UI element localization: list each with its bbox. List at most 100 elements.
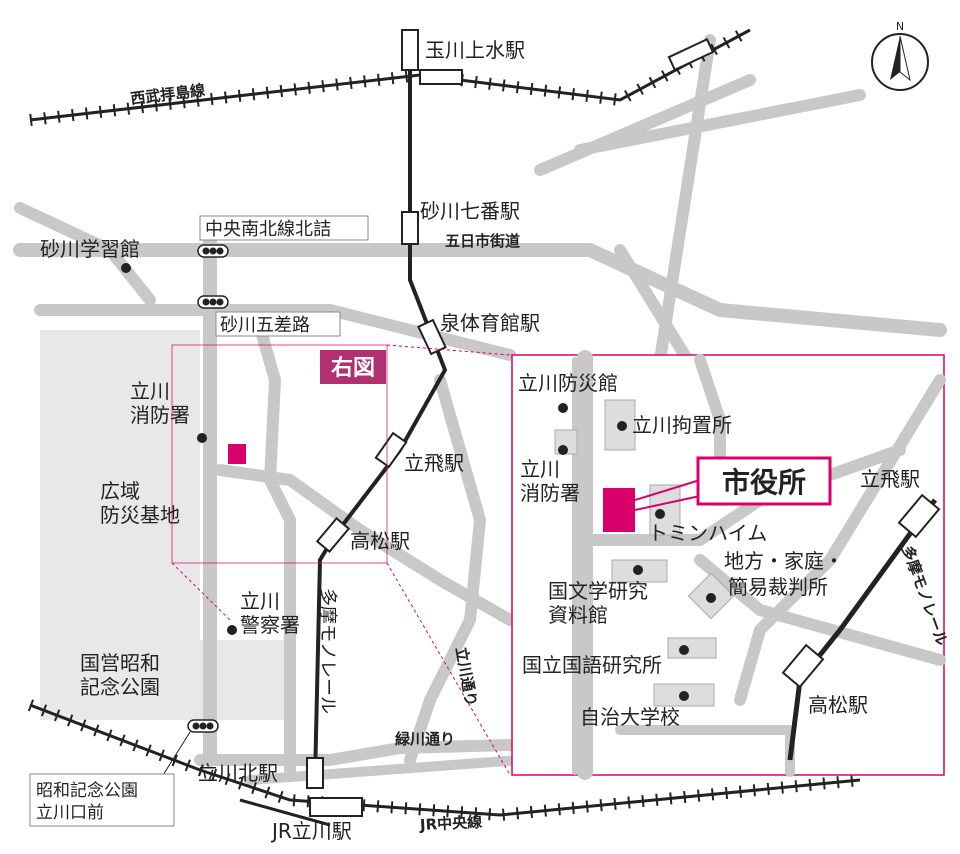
poi-gakushukan[interactable] bbox=[121, 263, 131, 273]
inset-road-diag bbox=[694, 554, 946, 666]
rail-labels: 西武拝島線 JR中央線 多摩モノレール bbox=[129, 81, 482, 834]
label-showa-park: 国営昭和記念公園 bbox=[80, 651, 160, 699]
label-tamagawa-josui: 玉川上水駅 bbox=[425, 38, 525, 62]
label-jr-chuo: JR中央線 bbox=[419, 813, 483, 834]
poi-kokugo[interactable] bbox=[679, 645, 689, 655]
city-hall-label[interactable]: 市役所 bbox=[722, 466, 806, 499]
inset-button-label[interactable]: 右図 bbox=[331, 356, 375, 381]
intersection-box bbox=[29, 773, 175, 827]
road-tachikawa-dori bbox=[404, 374, 486, 766]
road-station-south bbox=[245, 755, 525, 785]
station-box-seibu-east[interactable] bbox=[667, 38, 715, 72]
signal-icon bbox=[197, 295, 229, 309]
label-sunagawa-nanaban: 砂川七番駅 bbox=[420, 199, 520, 223]
intersection-box bbox=[199, 215, 369, 241]
rail-seibu-ties bbox=[29, 24, 753, 126]
label-itsukaichi: 五日市街道 bbox=[445, 232, 520, 250]
label-showa-park-mae: 昭和記念公園 立川口前 bbox=[36, 780, 143, 823]
road-diagonal bbox=[214, 464, 516, 626]
inset-label-bunken: 国文学研究資料館 bbox=[548, 579, 648, 627]
label-chuo-nanboku: 中央南北線北詰 bbox=[205, 219, 331, 240]
bldg-kokugo bbox=[667, 637, 717, 659]
traffic-signals bbox=[159, 244, 229, 781]
station-box-tachihi[interactable] bbox=[374, 431, 408, 469]
label-police: 立川警察署 bbox=[240, 589, 300, 637]
inset-label-takamatsu: 高松駅 bbox=[808, 693, 868, 717]
station-box-tachikawa-kita[interactable] bbox=[306, 757, 324, 789]
rail-jr-branch bbox=[239, 798, 331, 827]
showa-park-area bbox=[40, 640, 290, 720]
city-hall-callout-line bbox=[634, 495, 701, 511]
label-tachikawa-dori: 立川通り bbox=[452, 646, 480, 708]
road-ne-long bbox=[534, 74, 756, 176]
label-sunagawa-gosaro: 砂川五差路 bbox=[220, 315, 310, 336]
city-hall-callout[interactable] bbox=[696, 456, 832, 506]
road-gakushukan-branch bbox=[14, 202, 156, 306]
inset-connector-bottom bbox=[386, 562, 511, 776]
poi-fire-main[interactable] bbox=[197, 433, 207, 443]
station-box-seibu-tamagawa[interactable] bbox=[419, 69, 463, 85]
city-hall-marker-main[interactable] bbox=[228, 444, 246, 464]
city-hall-callout-line bbox=[634, 479, 701, 501]
label-midorikawa: 緑川通り bbox=[395, 730, 455, 748]
signal-icon bbox=[197, 244, 229, 258]
station-box-jr-tachikawa[interactable] bbox=[309, 797, 363, 817]
city-hall-marker[interactable] bbox=[603, 488, 635, 532]
inset-label-kokugo: 国立国語研究所 bbox=[522, 653, 662, 677]
poi-police[interactable] bbox=[227, 625, 237, 635]
poi-bosaikan[interactable] bbox=[558, 403, 568, 413]
station-box-izumi[interactable] bbox=[417, 318, 447, 356]
road-labels: 五日市街道 立川通り 緑川通り bbox=[395, 232, 520, 748]
station-labels: 玉川上水駅 砂川七番駅 泉体育館駅 立飛駅 高松駅 立川北駅 JR立川駅 bbox=[198, 38, 540, 843]
road-ne-3 bbox=[654, 34, 716, 366]
road-itsukaichi bbox=[13, 243, 947, 337]
road-midorikawa bbox=[194, 739, 516, 766]
inset-connector-left bbox=[171, 562, 231, 621]
label-gakushukan: 砂川学習館 bbox=[40, 237, 140, 261]
label-line: 立川口前 bbox=[36, 803, 104, 823]
label-fire-main: 立川消防署 bbox=[130, 379, 190, 427]
poi-bunken[interactable] bbox=[633, 565, 643, 575]
label-tachihi: 立飛駅 bbox=[404, 451, 464, 475]
inset-label-fire: 立川消防署 bbox=[520, 457, 580, 505]
facility-labels: 砂川学習館 立川消防署 広域防災基地 立川警察署 国営昭和記念公園 bbox=[40, 237, 300, 699]
inset-label-jichi: 自治大学校 bbox=[580, 705, 680, 729]
compass-icon: N bbox=[871, 20, 929, 91]
poi-jichi[interactable] bbox=[679, 691, 689, 701]
poi-court[interactable] bbox=[706, 593, 716, 603]
rail-jr-chuo bbox=[29, 703, 861, 817]
label-jr-tachikawa: JR立川駅 bbox=[270, 819, 352, 843]
station-box-sunagawa[interactable] bbox=[401, 211, 419, 245]
compass-label: N bbox=[896, 20, 904, 33]
poi-tomin[interactable] bbox=[655, 509, 665, 519]
station-box-takamatsu[interactable] bbox=[315, 516, 351, 554]
label-bosai-kichi: 広域防災基地 bbox=[100, 479, 180, 527]
poi-kochisho[interactable] bbox=[617, 421, 627, 431]
inset-station-tachihi[interactable] bbox=[897, 493, 941, 539]
label-izumi: 泉体育館駅 bbox=[440, 311, 540, 335]
inset-button-bg[interactable] bbox=[320, 350, 386, 384]
inset-connector-top bbox=[386, 344, 511, 356]
inset-label-court: 地方・家庭・簡易裁判所 bbox=[724, 549, 844, 599]
signal-icon bbox=[187, 719, 219, 733]
station-markers bbox=[306, 29, 715, 817]
inset-road-se bbox=[734, 374, 946, 706]
inset-label-tachihi: 立飛駅 bbox=[860, 467, 920, 491]
signal-leader bbox=[159, 731, 191, 781]
inset-label-kochisho: 立川拘置所 bbox=[632, 413, 732, 437]
poi-inset-fire[interactable] bbox=[558, 445, 568, 455]
label-monorail: 多摩モノレール bbox=[317, 588, 338, 714]
label-tachikawa-kita: 立川北駅 bbox=[198, 761, 278, 785]
road-ne-2 bbox=[574, 89, 866, 156]
inset-area-frame[interactable] bbox=[171, 344, 388, 564]
inset-station-takamatsu[interactable] bbox=[781, 643, 825, 689]
label-takamatsu: 高松駅 bbox=[350, 529, 410, 553]
road-gosaro bbox=[34, 304, 516, 361]
inset-map: 市役所 立川防災館 立川拘置所 立川消防署 トミンハイム 地方・家庭・簡易裁判所… bbox=[511, 350, 951, 780]
station-box-tamagawa[interactable] bbox=[401, 29, 419, 71]
intersection-labels: 中央南北線北詰 砂川五差路 昭和記念公園 立川口前 bbox=[29, 215, 369, 827]
inset-label-tomin: トミンハイム bbox=[648, 521, 767, 545]
inset-label-bosaikan: 立川防災館 bbox=[518, 371, 618, 395]
park-areas bbox=[40, 330, 290, 720]
